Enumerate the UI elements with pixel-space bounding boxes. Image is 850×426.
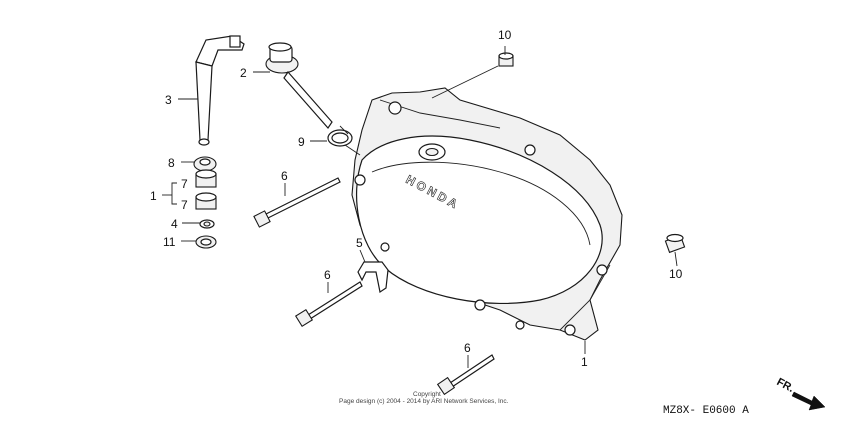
callout-7-lower: 7 bbox=[181, 198, 188, 212]
bearing-part-7a[interactable] bbox=[195, 169, 217, 188]
bolt-part-6-upper[interactable] bbox=[253, 177, 341, 228]
callout-4: 4 bbox=[171, 217, 178, 231]
o-ring-inner bbox=[331, 132, 349, 144]
oil-cap-part-2[interactable] bbox=[265, 42, 333, 129]
callout-9: 9 bbox=[298, 135, 305, 149]
seal-part-11[interactable] bbox=[195, 235, 217, 249]
dowel-part-10-lower[interactable] bbox=[664, 233, 686, 254]
bolt-part-6-middle[interactable] bbox=[294, 281, 363, 328]
bolt-part-6-lower[interactable] bbox=[436, 354, 495, 396]
bracket-part-5[interactable] bbox=[357, 261, 389, 293]
arrow-right-icon bbox=[791, 391, 826, 411]
callout-2: 2 bbox=[240, 66, 247, 80]
copyright-line-2: Page design (c) 2004 - 2014 by ARI Netwo… bbox=[339, 398, 509, 405]
callout-3: 3 bbox=[165, 93, 172, 107]
clip-part-4[interactable] bbox=[199, 219, 215, 229]
front-direction-arrow: FR. bbox=[775, 376, 826, 411]
callout-5: 5 bbox=[356, 236, 363, 250]
callout-1-left: 1 bbox=[150, 189, 157, 203]
shaft-part-3[interactable] bbox=[195, 35, 245, 146]
diagram-code: MZ8X- E0600 A bbox=[663, 405, 749, 417]
callout-10-lower: 10 bbox=[669, 267, 683, 281]
callout-6-lower: 6 bbox=[464, 341, 471, 355]
dowel-part-10-upper[interactable] bbox=[498, 52, 514, 67]
callout-8: 8 bbox=[168, 156, 175, 170]
leader-lines bbox=[162, 46, 678, 368]
callout-1-right: 1 bbox=[581, 355, 588, 369]
callout-11: 11 bbox=[163, 235, 176, 249]
washer-part-8[interactable] bbox=[193, 156, 217, 172]
left-crankcase-cover[interactable] bbox=[351, 87, 623, 341]
callout-10-upper: 10 bbox=[498, 28, 512, 42]
callout-6-upper: 6 bbox=[281, 169, 288, 183]
callout-6-middle: 6 bbox=[324, 268, 331, 282]
callout-7-upper: 7 bbox=[181, 177, 188, 191]
bearing-part-7b[interactable] bbox=[195, 192, 217, 210]
copyright-line-1: Copyright bbox=[413, 391, 441, 398]
direction-label: FR. bbox=[775, 376, 796, 395]
